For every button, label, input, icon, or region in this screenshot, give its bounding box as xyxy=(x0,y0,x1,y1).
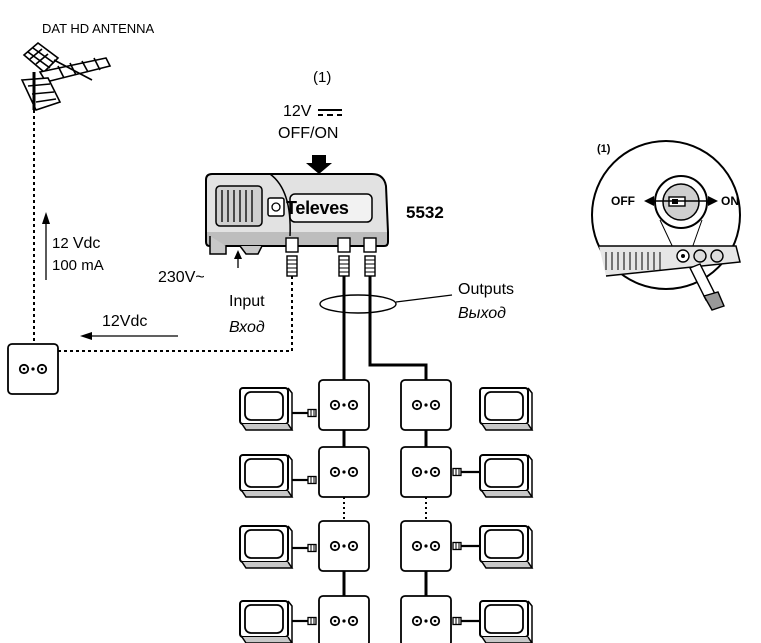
dc-feed-arrow xyxy=(42,212,50,280)
switch-detail-inset xyxy=(591,140,741,311)
wall-voltage-label: 12Vdc xyxy=(102,313,148,330)
outputs-ellipse xyxy=(319,294,397,314)
wall-voltage-arrow xyxy=(80,332,178,340)
wall-socket xyxy=(7,343,59,395)
dc-voltage-label: 12V xyxy=(283,103,312,120)
mains-arrow xyxy=(234,250,242,268)
input-label-ru: Вход xyxy=(229,319,265,336)
tv-drops-left xyxy=(292,408,317,626)
feed-voltage-unit: Vdc xyxy=(72,235,101,252)
outputs-leader xyxy=(395,294,453,303)
outputs-label-ru: Выход xyxy=(458,305,507,322)
antenna-icon xyxy=(20,41,112,111)
model-number: 5532 xyxy=(406,203,444,222)
trunk-dots xyxy=(343,497,427,521)
output-cable-right xyxy=(368,276,428,380)
inset-on-label: ON xyxy=(721,194,739,208)
feed-current: 100 mA xyxy=(52,257,104,274)
mains-label: 230V~ xyxy=(158,269,205,286)
switch-arrow xyxy=(306,155,332,174)
tv-drops-right xyxy=(452,467,480,626)
feed-voltage-value: 12 xyxy=(52,235,69,252)
right-socket-column xyxy=(400,379,452,643)
note-marker: (1) xyxy=(313,69,332,86)
inset-off-label: OFF xyxy=(611,194,635,208)
brand-logo: Televes xyxy=(286,198,349,218)
tv-icons-left xyxy=(239,387,293,643)
antenna-title: DAT HD ANTENNA xyxy=(42,21,155,36)
trunk-links xyxy=(342,430,428,596)
input-label-en: Input xyxy=(229,293,265,310)
left-socket-column xyxy=(318,379,370,643)
amplifier-ports xyxy=(285,237,377,253)
f-connectors xyxy=(286,255,376,277)
outputs-label-en: Outputs xyxy=(458,281,515,298)
amplifier-housing xyxy=(205,173,390,255)
feed-voltage: 12 Vdc xyxy=(52,236,100,252)
tv-icons-right xyxy=(479,387,533,643)
input-cable xyxy=(58,290,293,352)
off-on-label: OFF/ON xyxy=(278,125,339,142)
dc-symbol xyxy=(318,109,342,116)
inset-marker: (1) xyxy=(597,143,611,155)
